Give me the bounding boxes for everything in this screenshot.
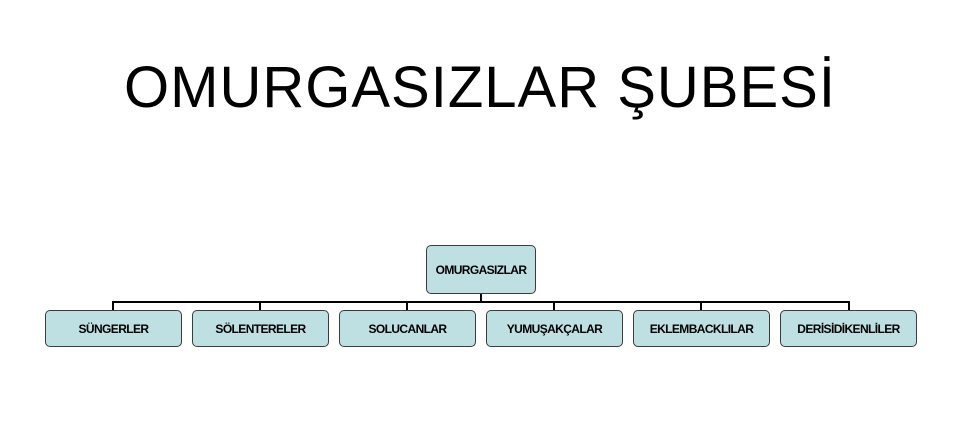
node-omurgasizlar: OMURGASIZLAR	[426, 245, 536, 294]
node-eklembacklilar: EKLEMBACKLILAR	[633, 310, 770, 347]
node-derisidikenliler: DERİSİDİKENLİLER	[780, 310, 917, 347]
node-solucanlar: SOLUCANLAR	[339, 310, 476, 347]
node-yumusakcalar: YUMUŞAKÇALAR	[486, 310, 623, 347]
node-sungerler: SÜNGERLER	[45, 310, 182, 347]
page-title: OMURGASIZLAR ŞUBESİ	[124, 55, 836, 120]
node-solentereler: SÖLENTERELER	[192, 310, 329, 347]
